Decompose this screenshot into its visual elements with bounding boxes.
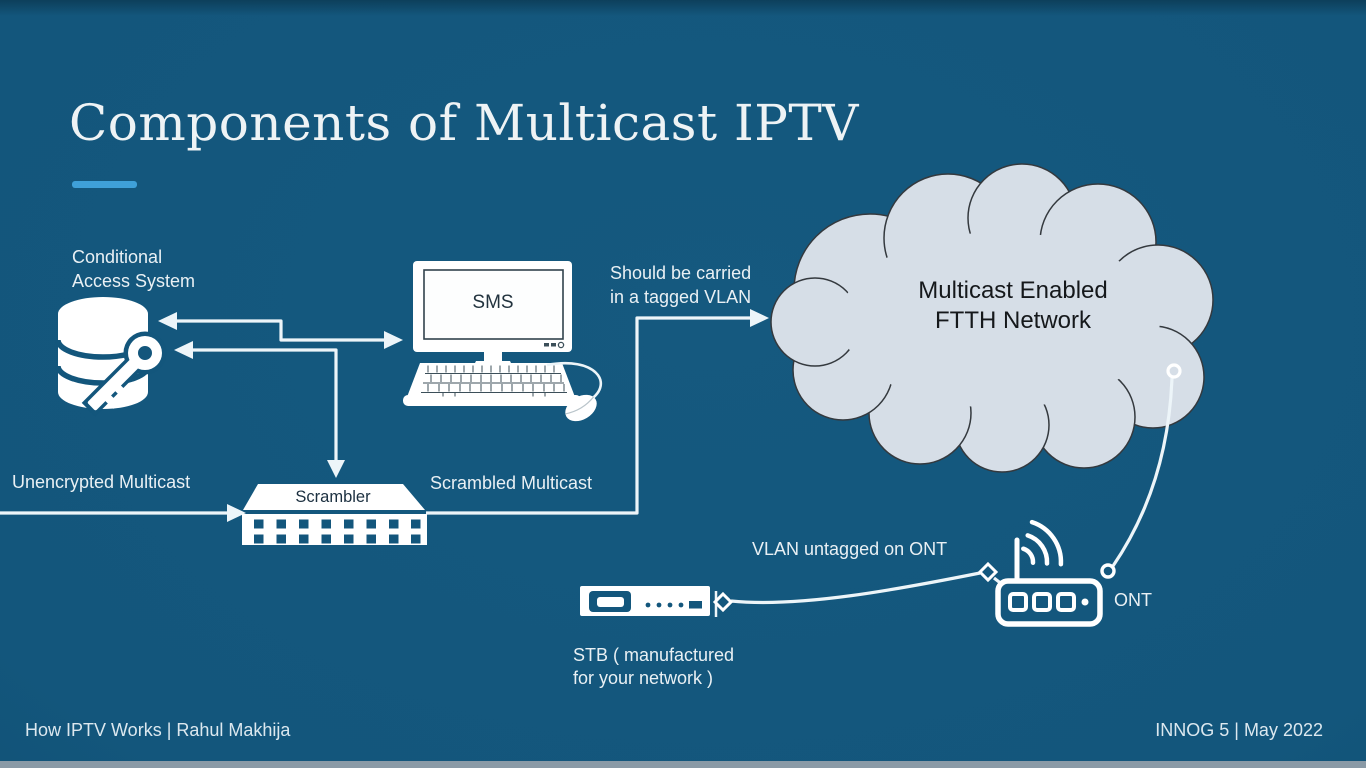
arrowhead-to-cas — [158, 312, 177, 330]
connector-diamond-stb — [712, 591, 734, 613]
tagged-vlan-label: Should be carried in a tagged VLAN — [610, 261, 751, 309]
curve-stb-to-ont — [730, 571, 981, 605]
footer-left: How IPTV Works | Rahul Makhija — [25, 720, 291, 740]
mouse-cable — [546, 362, 603, 402]
arrowhead-to-scrambler-top — [327, 460, 345, 478]
connector-circle-cloud — [1166, 363, 1182, 379]
line-scrambled-to-cloud — [426, 316, 752, 515]
arrow-cas-sms-line — [177, 319, 386, 342]
slide-title: Components of Multicast IPTV — [69, 94, 859, 152]
stb-icon — [580, 586, 710, 616]
connector-diamond-ont — [977, 561, 999, 583]
scrambled-label: Scrambled Multicast — [430, 473, 593, 493]
wifi-icon — [1021, 519, 1064, 567]
tagged-vlan-line2: in a tagged VLAN — [610, 287, 752, 307]
arrowhead-to-key — [174, 341, 193, 359]
bottom-strip — [0, 761, 1366, 768]
sms-computer-icon — [403, 261, 603, 422]
arrowhead-to-sms — [384, 331, 403, 349]
keyboard-icon — [403, 363, 581, 406]
key-icon — [81, 331, 167, 417]
ont-body — [995, 578, 1103, 627]
arrowhead-to-scrambler-left — [227, 504, 246, 522]
cas-label-line1: Conditional — [72, 247, 163, 267]
arrow-key-scrambler-line — [192, 348, 338, 462]
arrowheads — [158, 309, 769, 522]
scrambler-label: Scrambler — [295, 488, 371, 506]
connector-lines — [0, 316, 1174, 617]
unencrypted-label: Unencrypted Multicast — [12, 472, 191, 492]
ont-label: ONT — [1114, 590, 1152, 610]
stb-label: STB ( manufactured for your network ) — [573, 644, 734, 690]
monitor-screen — [423, 269, 564, 340]
footer-right: INNOG 5 | May 2022 — [1155, 720, 1323, 740]
cloud-label-line1: Multicast Enabled — [918, 277, 1108, 304]
mouse-icon — [565, 394, 597, 422]
sms-label: SMS — [472, 292, 514, 313]
cas-label-line2: Access System — [72, 271, 196, 291]
title-accent-dash — [72, 181, 137, 188]
stb-label-line1: STB ( manufactured — [573, 645, 735, 665]
scrambler-icon — [242, 484, 427, 545]
connector-nodes — [712, 363, 1182, 613]
vlan-untagged-label: VLAN untagged on ONT — [752, 539, 948, 559]
connector-circle-ont — [1100, 563, 1116, 579]
cloud-shape — [770, 163, 1214, 473]
ont-router-icon — [995, 519, 1103, 627]
cas-label: Conditional Access System — [72, 245, 195, 293]
scrambler-body — [242, 514, 427, 545]
cloud-label-line2: FTTH Network — [935, 307, 1091, 334]
arrowhead-to-cloud — [750, 309, 769, 327]
cloud-label: Multicast Enabled FTTH Network — [918, 276, 1107, 336]
stb-label-line2: for your network ) — [573, 668, 714, 688]
curve-cloud-to-ont — [1111, 377, 1174, 567]
tagged-vlan-line1: Should be carried — [610, 263, 752, 283]
scrambler-roof — [243, 484, 425, 510]
